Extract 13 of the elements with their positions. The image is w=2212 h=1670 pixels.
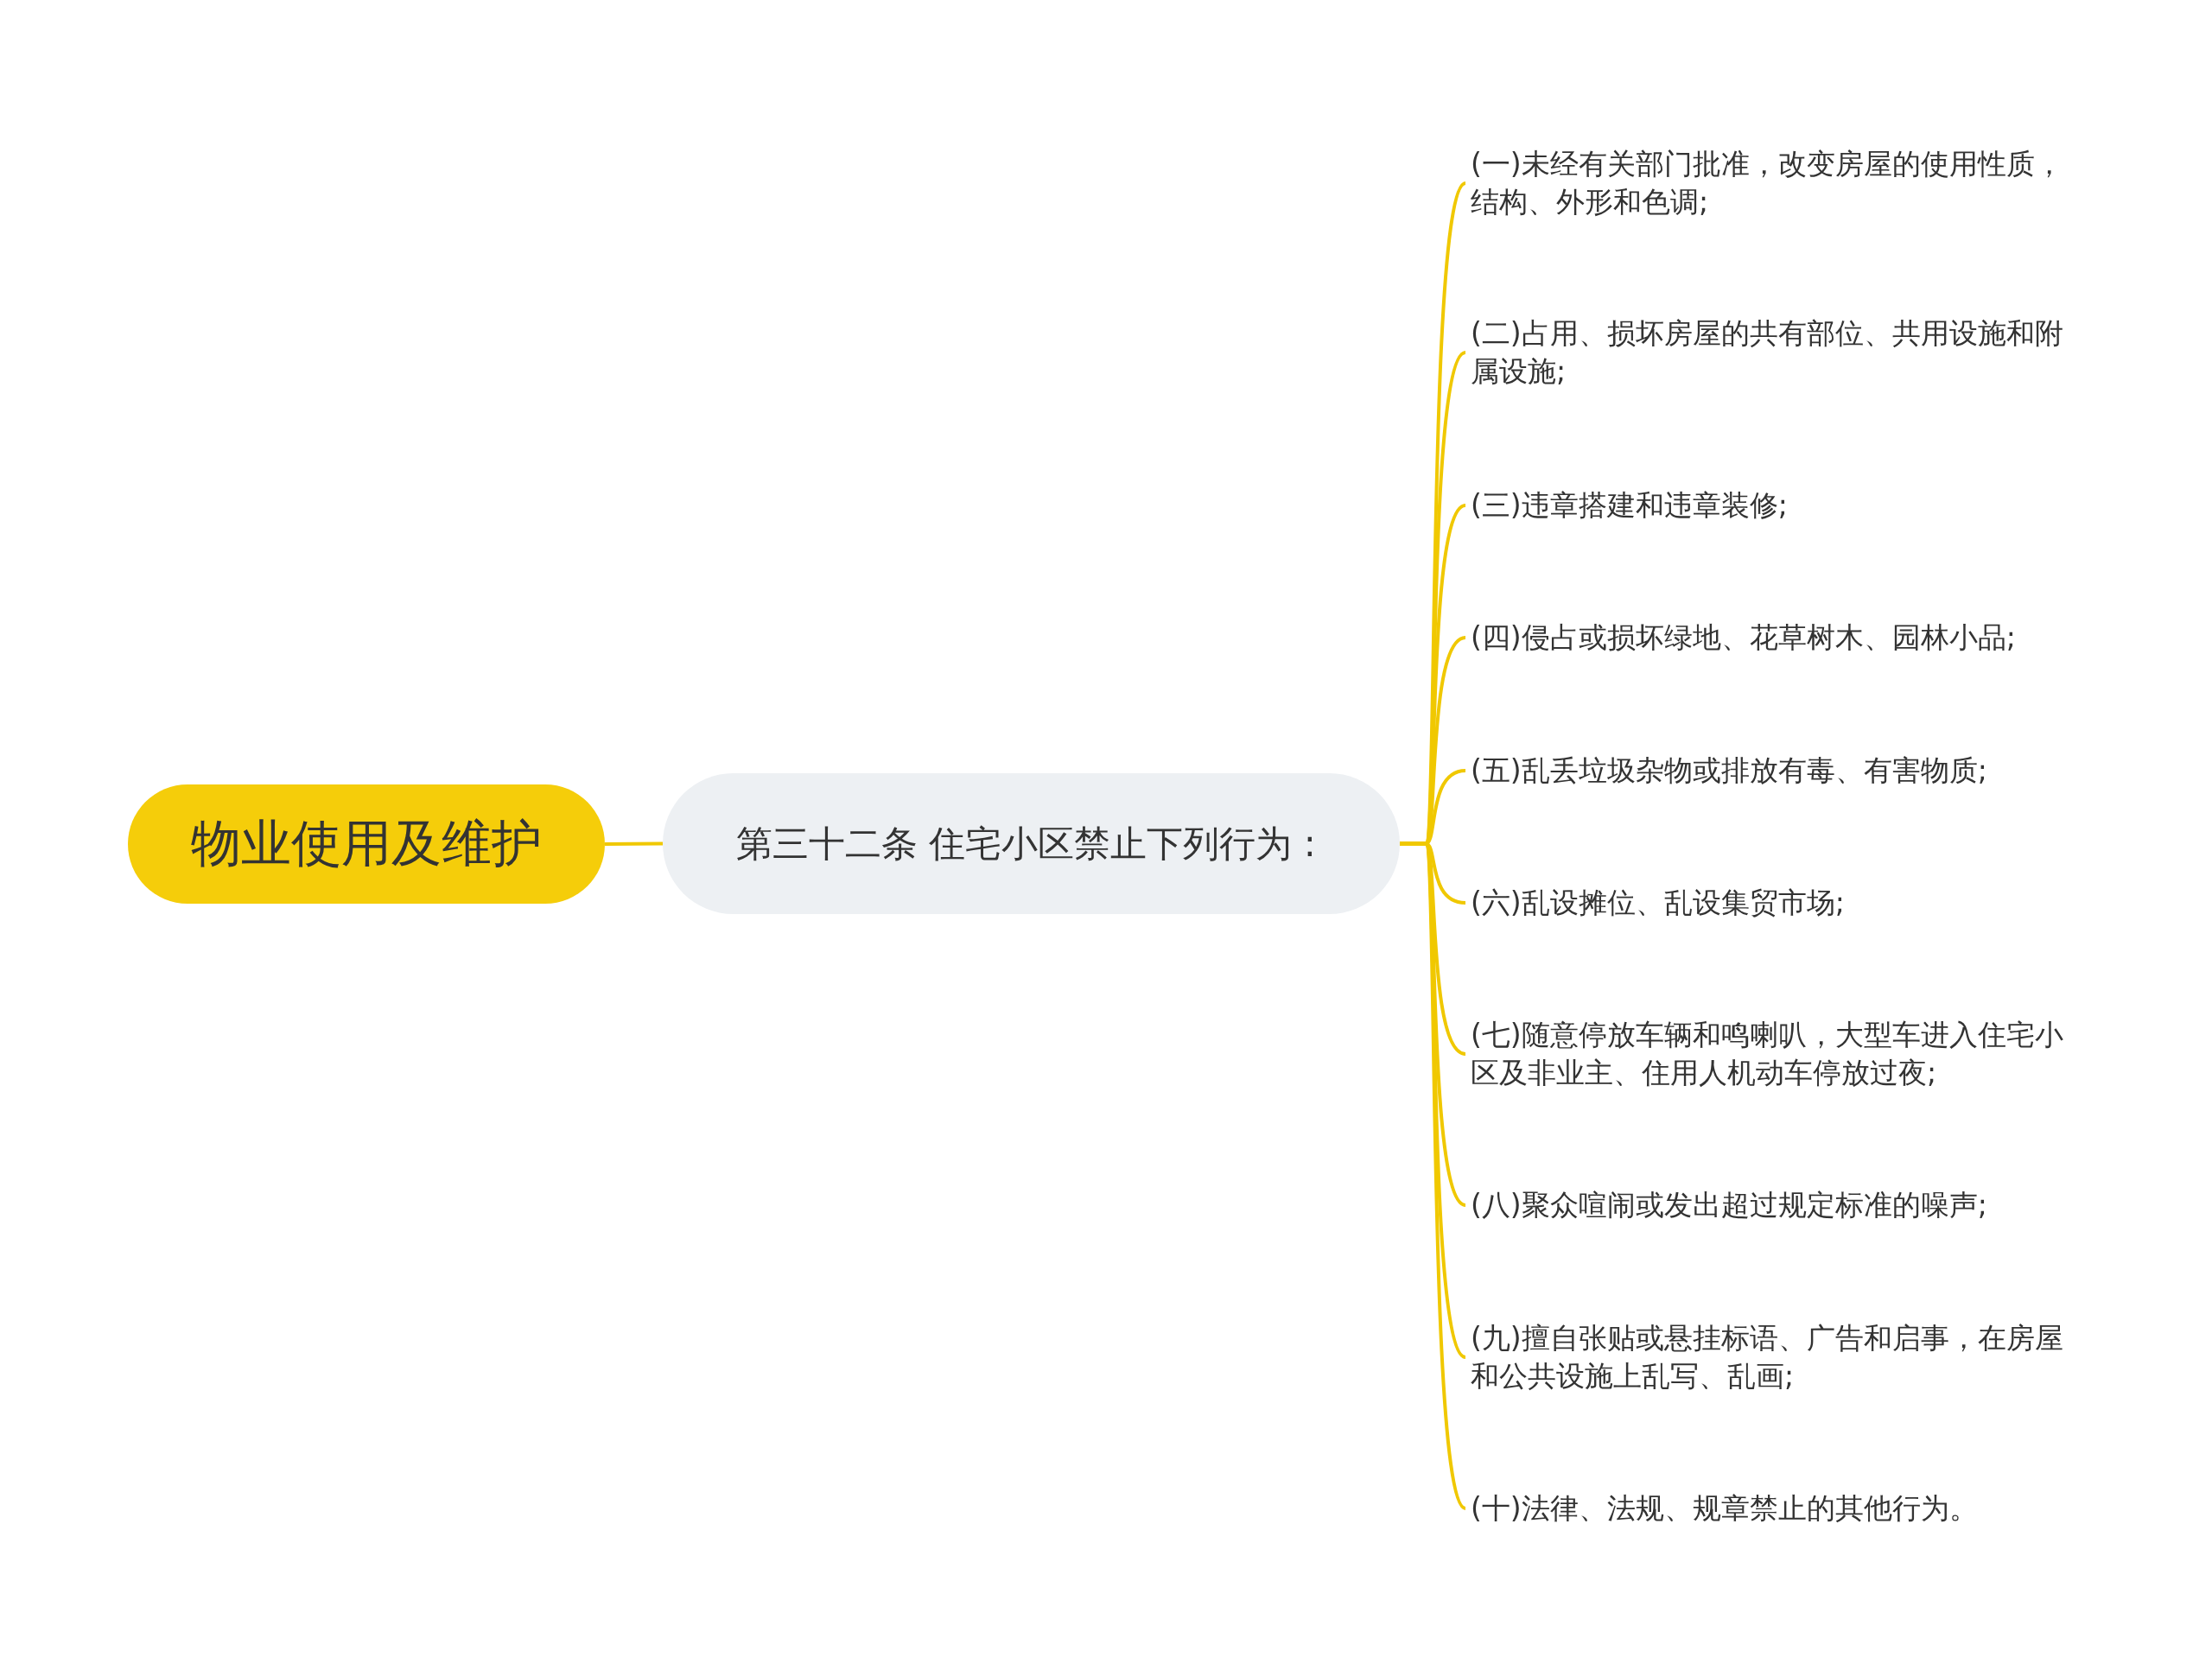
subtopic-text: (六)乱设摊位、乱设集贸市场;: [1471, 885, 1845, 921]
subtopic-text: (七)随意停放车辆和鸣喇叭，大型车进入住宅小区及非业主、住用人机动车停放过夜;: [1471, 1017, 2064, 1091]
subtopic-text: (十)法律、法规、规章禁止的其他行为。: [1471, 1490, 1978, 1527]
connector-line: [605, 841, 663, 846]
subtopic-text: (二)占用、损坏房屋的共有部位、共用设施和附属设施;: [1471, 315, 2064, 390]
subtopic-text: (一)未经有关部门批准，改变房屋的使用性质，结构、外形和色调;: [1471, 146, 2064, 220]
subtopic-text: (八)聚众喧闹或发出超过规定标准的噪声;: [1471, 1187, 1987, 1223]
subtopic-text: (四)侵占或损坏绿地、花草树木、园林小品;: [1471, 619, 2016, 656]
subtopic-text: (九)擅自张贴或悬挂标语、广告和启事，在房屋和公共设施上乱写、乱画;: [1471, 1320, 2064, 1394]
subtopic-text: (三)违章搭建和违章装修;: [1471, 487, 1788, 524]
topic-text: 第三十二条 住宅小区禁止下列行为 :: [736, 821, 1316, 867]
subtopic-text: (五)乱丢垃圾杂物或排放有毒、有害物质;: [1471, 752, 1987, 789]
topic-text: 物业使用及维护: [191, 813, 542, 874]
